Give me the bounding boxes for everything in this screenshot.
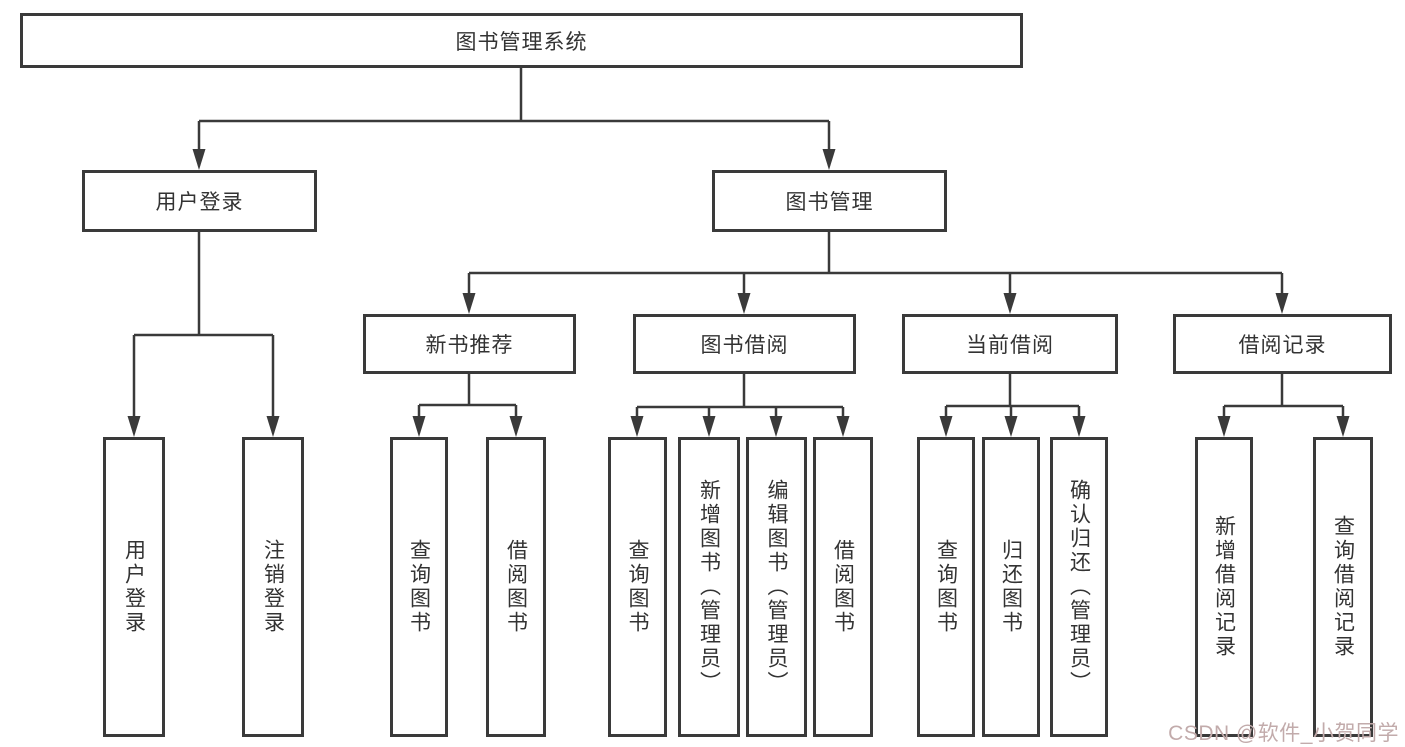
connector-root-to-level2 <box>197 68 831 152</box>
node-book-borrow: 图书借阅 <box>633 314 856 374</box>
leaf-bb-borrow-book: 借阅图书 <box>813 437 873 737</box>
leaf-bb-add-book-admin: 新增图书（管理员） <box>678 437 740 737</box>
leaf-cb-return-book: 归还图书 <box>982 437 1040 737</box>
connector-currentborrow-to-leaves <box>944 374 1081 420</box>
leaf-rec-query-book: 查询图书 <box>390 437 448 737</box>
connector-borrowrecords-to-leaves <box>1222 374 1345 420</box>
node-book-management: 图书管理 <box>712 170 947 232</box>
leaf-bb-query-book: 查询图书 <box>608 437 667 737</box>
node-borrow-records: 借阅记录 <box>1173 314 1392 374</box>
connector-bookmgmt-to-level3 <box>467 232 1284 297</box>
leaf-br-add-record: 新增借阅记录 <box>1195 437 1253 737</box>
leaf-rec-borrow-book: 借阅图书 <box>486 437 546 737</box>
node-current-borrow: 当前借阅 <box>902 314 1118 374</box>
leaf-cb-query-book: 查询图书 <box>917 437 975 737</box>
leaf-cb-confirm-return-admin: 确认归还（管理员） <box>1050 437 1108 737</box>
connector-userlogin-to-leaves <box>132 232 275 420</box>
connector-bookborrow-to-leaves <box>635 374 845 420</box>
node-user-login: 用户登录 <box>82 170 317 232</box>
connector-newbookrec-to-leaves <box>417 374 518 420</box>
csdn-watermark: CSDN @软件_小贺同学 <box>1168 722 1399 745</box>
leaf-bb-edit-book-admin: 编辑图书（管理员） <box>746 437 807 737</box>
leaf-br-query-record: 查询借阅记录 <box>1313 437 1373 737</box>
leaf-user-login: 用户登录 <box>103 437 165 737</box>
node-new-book-recommend: 新书推荐 <box>363 314 576 374</box>
node-root-library-system: 图书管理系统 <box>20 13 1023 68</box>
leaf-logout: 注销登录 <box>242 437 304 737</box>
